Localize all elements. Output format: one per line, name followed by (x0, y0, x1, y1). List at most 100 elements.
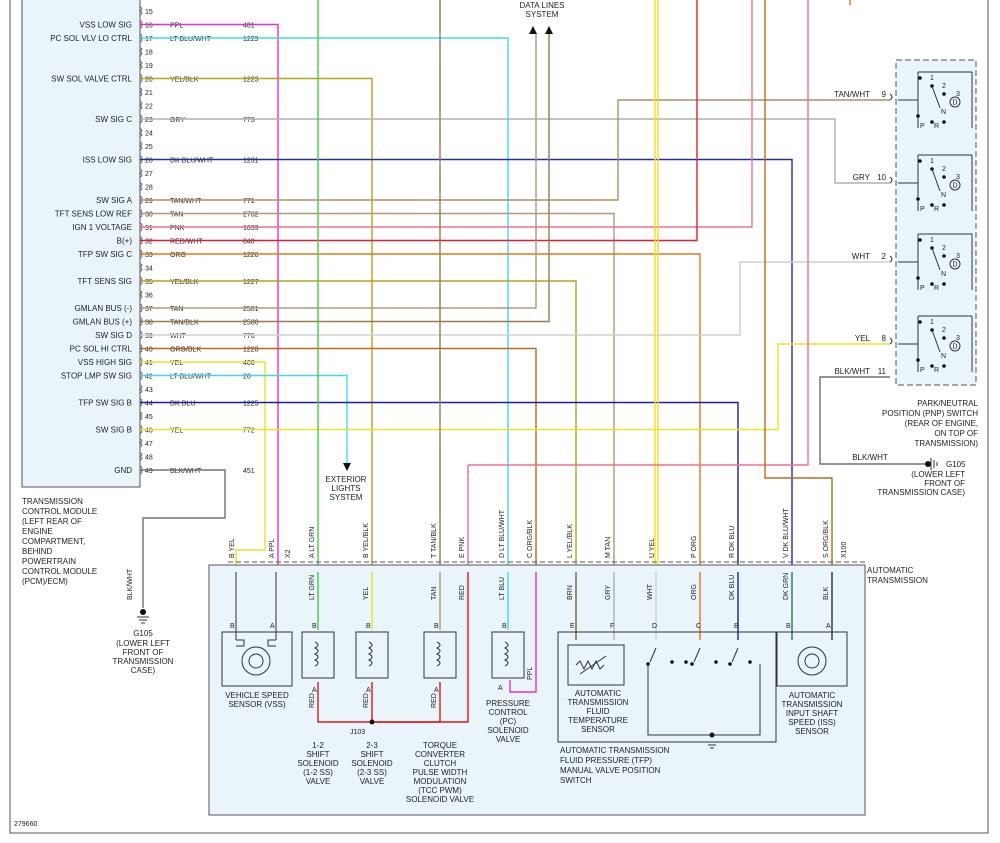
tfp-pin: C (696, 623, 701, 630)
tcm-signal-label: TFP SW SIG B (78, 399, 132, 408)
tcm-pin-number: 42 (145, 374, 153, 381)
tfp-contact (670, 660, 674, 664)
tcm-circuit-number: 2500 (243, 320, 259, 327)
tcm-signal-label: GND (114, 466, 132, 475)
tcc-box (423, 631, 457, 679)
ss23-label: 2-3 (366, 741, 378, 750)
tft-label: SENSOR (581, 725, 615, 734)
tcm-circuit-number: 771 (243, 198, 255, 205)
tcm-caption-line: ENGINE (22, 527, 53, 536)
tcm-signal-label: SW SIG D (95, 331, 132, 340)
pnp-contact (930, 203, 934, 207)
inner-wire-color: DK BLU (729, 575, 736, 600)
tcm-pin-number: 45 (145, 414, 153, 421)
pnp-mark: P (920, 123, 925, 130)
tcm-pin-number: 15 (145, 9, 153, 16)
pnp-pin-number: 2 (882, 252, 887, 261)
tft-label: FLUID (586, 707, 609, 716)
ground-left-symbol (137, 616, 149, 624)
j103-splice (369, 719, 375, 725)
pin-chevron (139, 101, 143, 110)
tcm-wire-color: TAN (170, 212, 183, 219)
pnp-wire-color: TAN/WHT (834, 90, 870, 99)
ss12-label: 1-2 (312, 741, 324, 750)
iss-label: INPUT SHAFT (786, 709, 838, 718)
pnp-mark: R (934, 367, 939, 374)
transmission-caption-line: AUTOMATIC (867, 566, 914, 575)
tcm-caption-line: POWERTRAIN (22, 557, 76, 566)
tcm-caption-line: (PCM)/ECM) (22, 577, 68, 586)
pnp-pin-number: 8 (882, 334, 887, 343)
wire-tanwht-swsig-a (140, 99, 890, 201)
inner-wire-color: ORG (691, 584, 698, 600)
pnp-terminal (889, 93, 893, 101)
tcc-label: TORQUE (423, 741, 457, 750)
ss23-label: VALVE (360, 777, 385, 786)
sol-pin-top: B (366, 623, 371, 630)
inner-wire-color: GRY (605, 585, 612, 600)
tcm-wire-color: DK BLU (170, 401, 195, 408)
tcm-pin-number: 47 (145, 441, 153, 448)
pnp-caption-line: (REAR OF ENGINE, (905, 419, 978, 428)
pnp-wire-color: YEL (855, 334, 871, 343)
tfp-switch-blade (731, 647, 739, 663)
tcm-pin-number: 48 (145, 455, 153, 462)
wire-blkwht-gnd (140, 469, 226, 608)
pin-chevron (139, 128, 143, 137)
tft-label: TEMPERATURE (568, 716, 628, 725)
connector-pin-label: D LT BLU/WHT (499, 509, 506, 558)
ground-right-line: FRONT OF (924, 479, 965, 488)
tcm-wire-color: ORG (170, 252, 186, 259)
wire-ltbluwht-stop (140, 374, 348, 463)
j103-label: J103 (350, 729, 365, 736)
tcm-pin-number: 49 (145, 468, 153, 475)
pnp-mark: P (920, 367, 925, 374)
pin-chevron (139, 141, 143, 151)
tfp-label: SWITCH (560, 776, 592, 785)
tcm-circuit-number: 776 (243, 333, 255, 340)
sol-pin-bot: A (312, 687, 317, 694)
ss23-label: (2-3 SS) (357, 768, 387, 777)
connector-pin-label: A PPL (269, 538, 276, 558)
pnp-d-circle (949, 96, 961, 108)
pc-label: SOLENOID (487, 726, 529, 735)
x2-label: X2 (285, 549, 292, 558)
tcm-pin-number: 37 (145, 306, 153, 313)
pnp-mark: 1 (930, 75, 934, 82)
iss-pin: B (786, 623, 791, 630)
tcc-coil (435, 641, 441, 667)
inner-wire-color: RED (431, 693, 438, 708)
sol-pin-top: B (312, 623, 317, 630)
tcm-wire-color: PNK (170, 225, 185, 232)
tcm-pin-number: 46 (145, 428, 153, 435)
connector-pin-label: L YEL/BLK (567, 524, 574, 558)
pnp-mark: 2 (942, 245, 946, 252)
pnp-mark: D (953, 344, 958, 351)
pnp-mark: 2 (942, 83, 946, 90)
pin-chevron (139, 6, 143, 16)
wire-ltbluwht-pc-lo (140, 37, 509, 565)
data-lines-label-2: SYSTEM (526, 10, 559, 19)
tcm-pin-number: 22 (145, 104, 153, 111)
ground-right-symbol (930, 458, 938, 470)
tcm-pin-number: 39 (145, 333, 153, 340)
figure-id: 279660 (14, 821, 37, 828)
iss-rotor (797, 646, 827, 676)
tcm-wire-color: ORG/BLK (170, 347, 201, 354)
connector-pin-label: B YEL/BLK (363, 523, 370, 558)
pnp-d-circle (949, 258, 961, 270)
tcm-signal-label: B(+) (117, 237, 133, 246)
tfp-ground-splice (709, 732, 715, 738)
ground-right-dot (925, 461, 931, 467)
tcm-caption-line: (LEFT REAR OF (22, 517, 82, 526)
ss12-label: (1-2 SS) (303, 768, 333, 777)
vss-label: SENSOR (VSS) (228, 700, 286, 709)
iss-label: SPEED (ISS) (788, 718, 836, 727)
tcm-signal-label: IGN 1 VOLTAGE (72, 223, 132, 232)
pnp-contact (918, 76, 922, 80)
tcm-circuit-number: 1228 (243, 347, 259, 354)
tcm-signal-label: VSS HIGH SIG (78, 358, 132, 367)
pc-coil (503, 641, 509, 667)
tcm-pin-number: 25 (145, 144, 153, 151)
